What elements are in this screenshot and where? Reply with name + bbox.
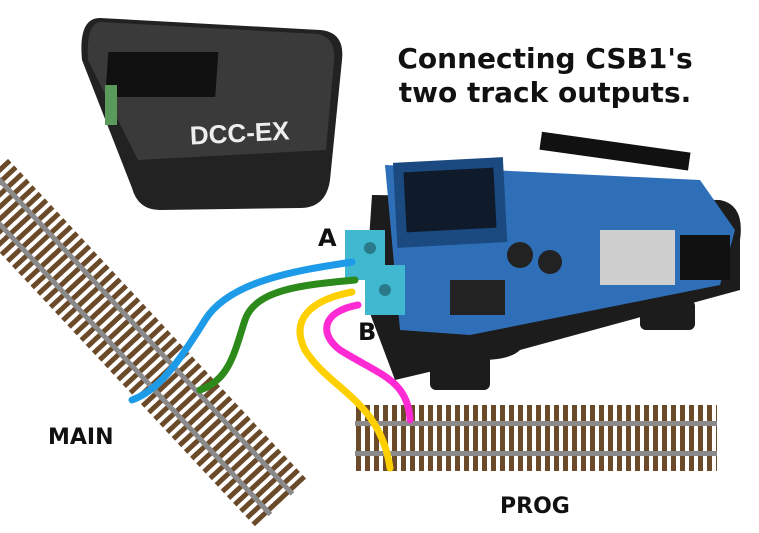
title-line-1: Connecting CSB1's	[397, 42, 693, 75]
wire-main-green	[196, 276, 359, 394]
wires	[128, 258, 414, 472]
main-track	[0, 158, 308, 528]
label-output-b: B	[358, 318, 377, 346]
label-output-a: A	[318, 224, 337, 252]
diagram-title: Connecting CSB1's two track outputs.	[380, 42, 710, 110]
label-prog: PROG	[500, 494, 570, 519]
dcc-ex-logo: DCC-EX	[189, 115, 291, 150]
wire-main-blue	[128, 258, 356, 404]
wire-prog-yellow	[296, 288, 394, 472]
csb1-board	[345, 131, 741, 390]
title-line-2: two track outputs.	[398, 76, 692, 109]
wire-prog-magenta	[323, 301, 414, 424]
dcc-ex-device: DCC-EX	[81, 18, 343, 210]
prog-track	[355, 405, 717, 471]
label-main: MAIN	[48, 425, 114, 450]
